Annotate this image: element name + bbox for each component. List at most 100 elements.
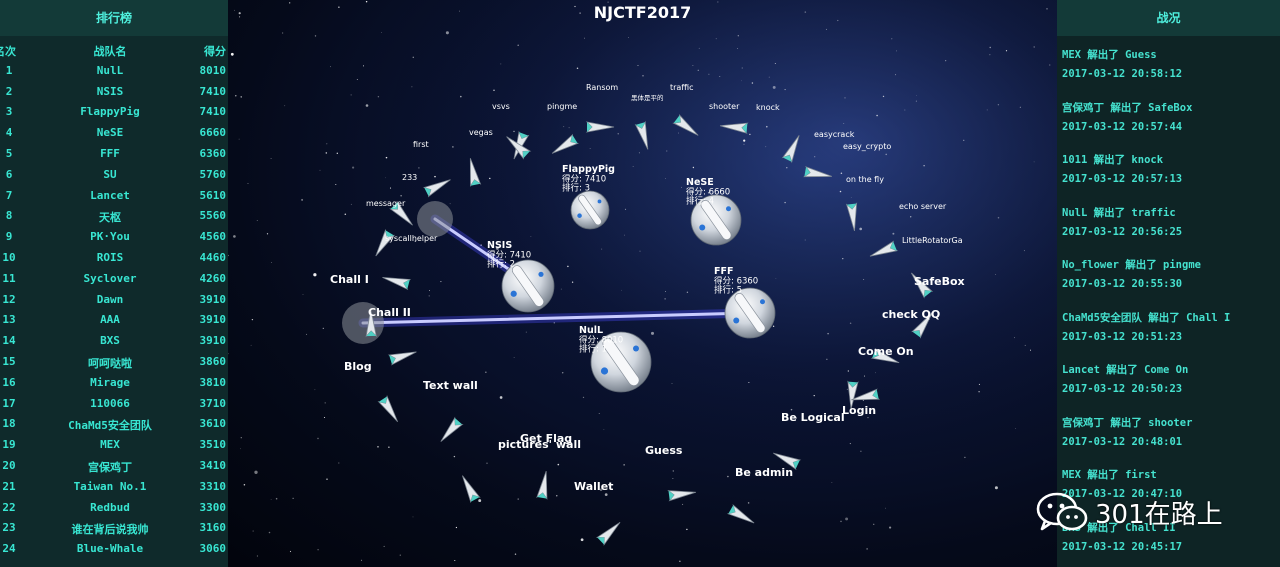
challenge-label[interactable]: easycrack — [814, 130, 855, 139]
challenge-label[interactable]: Text wall — [423, 379, 478, 392]
star — [831, 482, 833, 483]
rank-cell: 1 — [5, 63, 13, 77]
challenge-ship-icon[interactable] — [870, 347, 901, 368]
challenge-ship-icon[interactable] — [458, 473, 481, 504]
challenge-ship-icon[interactable] — [549, 133, 580, 158]
challenge-label[interactable]: shooter — [709, 102, 740, 111]
challenge-label[interactable]: echo server — [899, 202, 947, 211]
challenge-label[interactable]: LittleRotatorGa — [902, 236, 963, 245]
star — [560, 288, 562, 290]
challenge-label[interactable]: traffic — [670, 83, 693, 92]
challenge-label[interactable]: Login — [842, 404, 876, 417]
star — [774, 63, 776, 64]
star — [637, 64, 639, 67]
challenge-ship-icon[interactable] — [595, 519, 623, 546]
challenge-ship-icon[interactable] — [536, 470, 551, 500]
challenge-ship-icon[interactable] — [846, 380, 859, 410]
challenge-ship-icon[interactable] — [387, 347, 418, 366]
challenge-ship-icon[interactable] — [726, 504, 756, 527]
challenge-ship-icon[interactable] — [803, 165, 832, 182]
challenge-label[interactable]: first — [413, 140, 429, 149]
star — [847, 370, 849, 372]
star — [251, 318, 254, 321]
challenge-ship-icon[interactable] — [372, 228, 396, 258]
star — [270, 499, 272, 500]
challenge-label[interactable]: syscallhelper — [385, 234, 438, 243]
challenge-ship-icon[interactable] — [365, 308, 377, 338]
rank-cell: 15 — [2, 354, 16, 368]
challenge-label[interactable]: Chall I — [330, 273, 369, 286]
star — [228, 254, 229, 257]
solve-event-text: No_flower 解出了 pingme — [1062, 259, 1201, 271]
scene-viewport[interactable]: Ransom traffic 黑体是平的 vsvs pingme shooter knock… — [228, 0, 1057, 567]
solve-event-time: 2017-03-12 20:50:23 — [1062, 383, 1183, 395]
challenge-ship-icon[interactable] — [850, 388, 881, 404]
challenge-ship-icon[interactable] — [465, 157, 482, 188]
challenge-ship-icon[interactable] — [868, 240, 899, 260]
challenge-ship-icon[interactable] — [911, 310, 936, 339]
star — [326, 143, 328, 145]
challenge-label[interactable]: Blog — [344, 360, 372, 373]
star — [344, 213, 347, 215]
challenge-label[interactable]: pictures' wall — [498, 438, 581, 451]
challenge-ship-icon[interactable] — [377, 395, 402, 424]
score-cell: 3910 — [199, 292, 227, 306]
challenge-ship-icon[interactable] — [381, 273, 412, 291]
challenge-label[interactable]: 黑体是平的 — [631, 93, 664, 102]
challenge-ship-icon[interactable] — [672, 113, 702, 139]
challenge-ship-icon[interactable] — [781, 133, 804, 164]
challenge-label[interactable]: Guess — [645, 444, 683, 457]
challenge-label[interactable]: check QQ — [882, 308, 940, 321]
star — [873, 523, 875, 525]
challenge-ship-icon[interactable] — [389, 200, 416, 229]
galaxy-scene[interactable]: Ransom traffic 黑体是平的 vsvs pingme shooter knock… — [228, 0, 1057, 567]
challenge-ship-icon[interactable] — [422, 175, 453, 198]
star — [686, 528, 688, 531]
challenge-ship-icon[interactable] — [771, 449, 802, 471]
challenge-label[interactable]: messager — [366, 199, 406, 208]
challenge-label[interactable]: easy_crypto — [843, 142, 891, 151]
challenge-label[interactable]: Ransom — [586, 83, 618, 92]
team-rank-label: 排行: 5 — [714, 285, 742, 296]
challenge-ship-icon[interactable] — [845, 202, 860, 232]
challenge-label[interactable]: Come On — [858, 345, 914, 358]
star — [412, 516, 414, 518]
challenge-ship-icon[interactable] — [585, 121, 615, 133]
challenge-label[interactable]: vegas — [469, 128, 493, 137]
challenge-label[interactable]: Be Logical — [781, 411, 845, 424]
team-name-cell: 110066 — [90, 396, 130, 410]
challenge-label[interactable]: Wallet — [574, 480, 613, 493]
challenge-label[interactable]: SafeBox — [914, 275, 965, 288]
challenge-ship-icon[interactable] — [503, 133, 532, 160]
challenge-label[interactable]: pingme — [547, 102, 577, 111]
solve-event-text: 宫保鸡丁 解出了 shooter — [1062, 416, 1193, 429]
solve-event-time: 2017-03-12 20:57:44 — [1062, 120, 1183, 133]
challenge-label[interactable]: 233 — [402, 173, 417, 182]
challenge-ship-icon[interactable] — [667, 487, 697, 502]
challenge-label[interactable]: Get Flag — [520, 432, 572, 445]
challenge-ship-icon[interactable] — [907, 270, 934, 299]
rank-cell: 2 — [5, 84, 13, 98]
challenge-ship-icon[interactable] — [437, 416, 464, 445]
challenge-label[interactable]: vsvs — [492, 102, 510, 111]
challenge-ship-icon[interactable] — [634, 120, 653, 151]
challenge-ship-icon[interactable] — [719, 121, 749, 134]
challenge-label[interactable]: Be admin — [735, 466, 793, 479]
star — [238, 138, 240, 140]
star — [445, 31, 449, 35]
star — [233, 235, 236, 238]
challenge-label[interactable]: knock — [756, 103, 780, 112]
challenge-label[interactable]: on the fly — [846, 175, 884, 184]
team-name-cell: Taiwan No.1 — [73, 479, 147, 493]
star — [1014, 337, 1015, 339]
challenge-label[interactable]: Chall II — [368, 306, 411, 319]
